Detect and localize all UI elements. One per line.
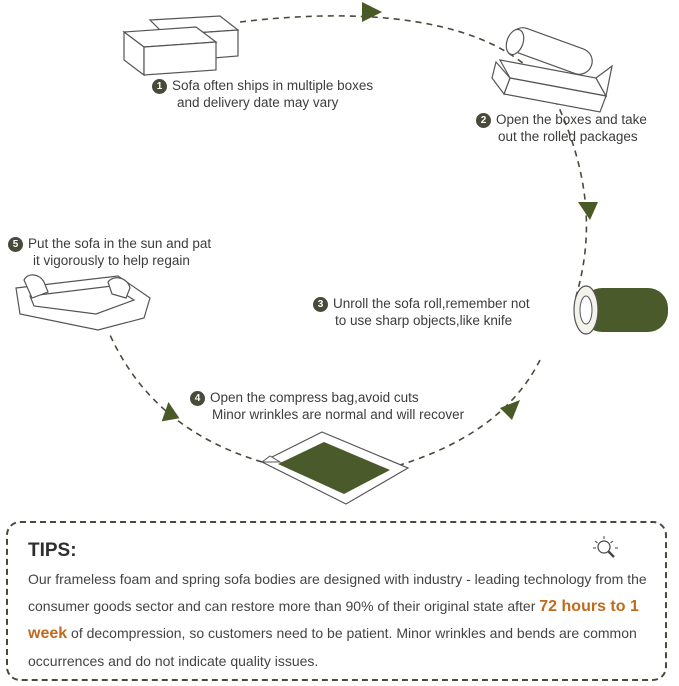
arrow-head-bottom-right	[500, 400, 520, 420]
step-5-line-2: it vigorously to help regain	[33, 253, 190, 268]
step-2-line-1: Open the boxes and take	[496, 112, 647, 127]
tips-text-before: Our frameless foam and spring sofa bodie…	[28, 571, 647, 614]
step-3-line-2: to use sharp objects,like knife	[335, 313, 513, 328]
step-1-line-1: Sofa often ships in multiple boxes	[172, 78, 374, 93]
step-3-number: 3	[313, 297, 328, 312]
arrow-head-bottom-left	[161, 401, 180, 422]
step-2-line-2: out the rolled packages	[498, 129, 638, 144]
step-1-number: 1	[152, 79, 167, 94]
dashed-cycle-path-lower-right	[399, 359, 541, 466]
step-3-text: 3 Unroll the sofa roll,remember not to us…	[313, 295, 530, 329]
boxes-icon	[122, 15, 240, 77]
open-box-roll-icon	[491, 27, 613, 113]
step-1-text: 1 Sofa often ships in multiple boxes and …	[152, 77, 373, 111]
sofa-icon	[15, 274, 151, 331]
tips-text-after: of decompression, so customers need to b…	[28, 625, 637, 669]
tips-title: TIPS:	[28, 540, 77, 561]
step-4-number: 4	[190, 391, 205, 406]
arrow-head-right	[578, 202, 598, 220]
step-5-text: 5 Put the sofa in the sun and pat it vigo…	[8, 235, 211, 269]
arrow-head-top	[362, 2, 382, 22]
step-4-line-2: Minor wrinkles are normal and will recov…	[212, 407, 465, 422]
sofa-roll-icon	[573, 285, 668, 335]
step-1-line-2: and delivery date may vary	[177, 95, 339, 110]
step-5-number: 5	[8, 237, 23, 252]
step-4-line-1: Open the compress bag,avoid cuts	[210, 390, 419, 405]
tips-body: Our frameless foam and spring sofa bodie…	[28, 566, 658, 674]
lightbulb-icon	[593, 536, 618, 558]
step-2-number: 2	[476, 113, 491, 128]
step-3-line-1: Unroll the sofa roll,remember not	[333, 296, 530, 311]
step-4-text: 4 Open the compress bag,avoid cuts Minor …	[190, 389, 464, 423]
tips-box	[6, 521, 667, 681]
step-5-line-1: Put the sofa in the sun and pat	[28, 236, 212, 251]
tips-highlight: 72 hours to 1 week	[28, 597, 639, 643]
compress-bag-icon	[260, 431, 410, 505]
step-2-text: 2 Open the boxes and take out the rolled …	[476, 111, 647, 145]
